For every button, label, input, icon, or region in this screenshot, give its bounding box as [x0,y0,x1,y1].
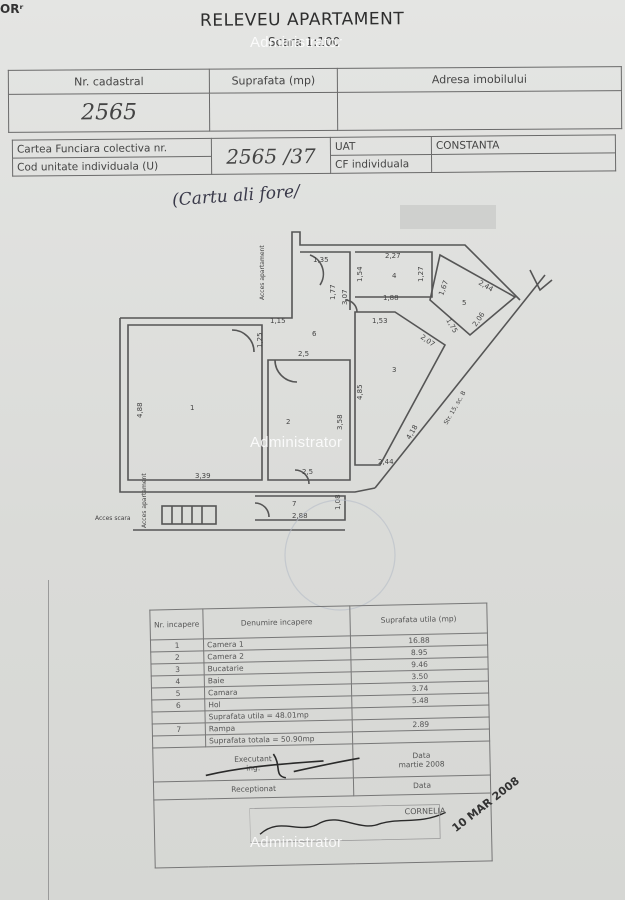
access-apartment-label: Acces apartament [259,245,266,300]
dim-label: 1,35 [313,256,329,264]
dim-label: 3,39 [195,472,211,480]
row-nr: 3 [150,662,205,677]
receptionat-signature [249,804,446,843]
door-swing [344,299,358,313]
room-number-2: 2 [286,418,290,426]
stamp-name: CORNELIA [404,806,446,817]
door-swing [294,469,310,485]
room-4-walls [355,251,433,298]
executant-signature [205,753,360,779]
stairs [161,505,217,525]
dim-label: 1,08 [334,494,342,510]
access-scara-label: Acces scara [95,515,131,522]
dim-label: 3,58 [336,414,344,430]
dim-label: 1,15 [270,317,286,325]
scale-label: Scara 1:100 [268,35,341,49]
street-label: Str. 15, sc. B [443,390,468,426]
dim-label: 1,77 [329,284,337,300]
corridor-walls [300,251,351,310]
rooms-table: Nr. incapere Denumire incapere Suprafata… [149,602,493,869]
access-apartment-label-bottom: Acces apartament [141,473,148,528]
row-nr: 4 [151,674,205,689]
door-swing [309,254,325,286]
watermark: Administrator [250,34,343,51]
dim-label: 2,27 [385,252,401,260]
dim-label: 2,06 [471,310,487,328]
dim-label: 3,07 [341,289,349,305]
dim-label: 4,88 [136,402,144,418]
corner-text: ORʳ [0,2,24,16]
executant-cell: Executant ing. [152,743,360,783]
dim-label: 1,25 [256,332,264,348]
dim-label: 4,18 [405,423,420,441]
watermark: Administrator [250,434,343,451]
header-suprafata-utila: Suprafata utila (mp) [349,602,488,636]
dim-label: 2,5 [298,350,309,358]
header-nr-incapere: Nr. incapere [149,608,204,641]
row-nr: 6 [151,698,205,713]
room-number-7: 7 [292,500,296,508]
room-3-walls [354,311,447,466]
room-number-3: 3 [392,366,396,374]
room-number-5: 5 [462,299,466,307]
room-number-1: 1 [190,404,194,412]
row-nr: 5 [151,686,205,701]
redacted-block [400,205,496,229]
door-swing [231,329,255,353]
paper-edge [48,580,49,900]
dim-label: 1,54 [356,266,364,282]
header-denumire: Denumire incapere [202,605,351,639]
data-value: martie 2008 [398,758,445,769]
dim-label: 2,44 [477,279,495,294]
row-nr: 2 [150,650,204,665]
stamp-cell: CORNELIA [153,792,493,869]
door-swing [254,502,270,518]
dim-label: 1,53 [372,317,388,325]
room-5-walls [429,253,517,337]
walls [119,231,553,531]
dim-label: 1,27 [417,266,425,282]
outer-wall-street [374,274,546,489]
outer-wall-bottom [133,487,376,493]
dim-label: 2,88 [292,512,308,520]
dim-label: 2,5 [302,468,313,476]
room-1-walls [127,324,263,481]
watermark: Administrator [250,834,343,851]
dim-label: 2,44 [378,458,394,466]
dim-label: 1,67 [437,279,450,296]
dim-label: 2,07 [419,333,436,348]
outer-wall-left [119,318,133,493]
room-number-6: 6 [312,330,317,338]
row-nr: 1 [150,638,204,653]
outer-wall-top [120,231,521,319]
break-mark [529,269,553,292]
dim-label: 1,88 [383,294,399,302]
room-7-walls [255,495,346,521]
room-number-4: 4 [392,272,397,280]
room-2-walls [267,359,351,481]
faded-stamp [284,499,396,611]
row-nr: 7 [152,722,206,737]
door-swing [274,359,298,383]
dim-label: 1,75 [444,317,459,335]
dim-label: 4,85 [356,384,364,400]
stair-steps [171,506,203,524]
